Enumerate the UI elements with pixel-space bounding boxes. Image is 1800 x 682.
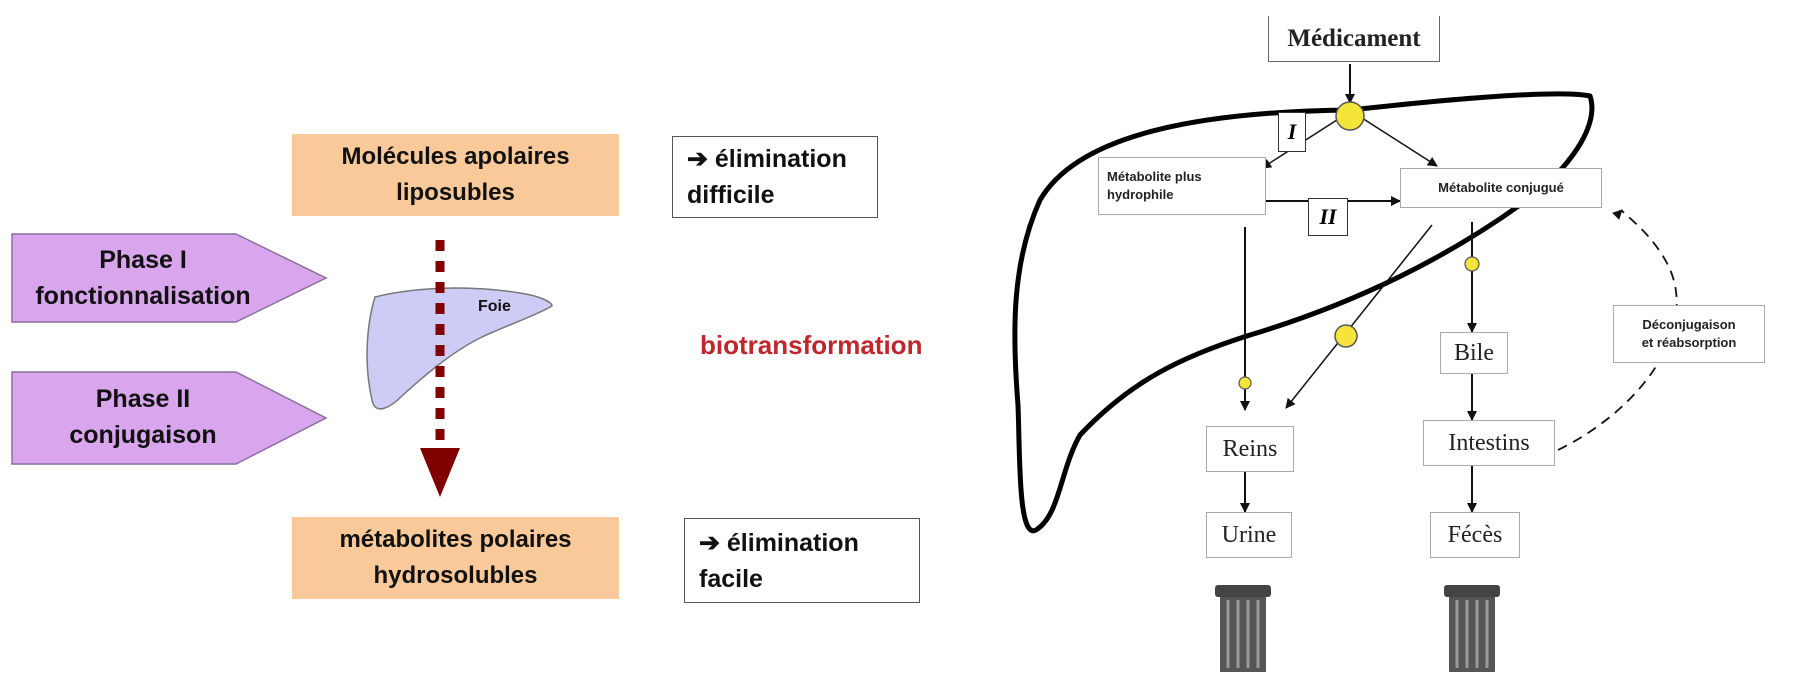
elimination-difficult-box: ➔ élimination difficile bbox=[672, 136, 878, 218]
arrow-conjugue-to-reins bbox=[1285, 224, 1433, 409]
reins-box: Reins bbox=[1206, 426, 1294, 472]
apolar-molecules-box: Molécules apolaires liposubles bbox=[292, 134, 619, 216]
node-renal bbox=[1334, 324, 1358, 348]
trash-bin-icon bbox=[1215, 585, 1271, 672]
node-kidney-exit bbox=[1238, 376, 1252, 390]
liver-icon bbox=[366, 287, 553, 410]
metabolite-conjugue-box: Métabolite conjugué bbox=[1400, 168, 1602, 208]
node-entry bbox=[1335, 101, 1365, 131]
phase2-arrow bbox=[11, 371, 328, 465]
deconjugaison-box: Déconjugaison et réabsorption bbox=[1613, 305, 1765, 363]
liver-label: Foie bbox=[478, 298, 511, 315]
elimination-easy-box: ➔ élimination facile bbox=[684, 518, 920, 603]
polar-metabolites-box: métabolites polaires hydrosolubles bbox=[292, 517, 619, 599]
biotransformation-arrowhead bbox=[420, 448, 460, 497]
phase1-arrow bbox=[11, 233, 328, 323]
metabolite-hydrophile-box: Métabolite plus hydrophile bbox=[1098, 157, 1266, 215]
trash-bin-icon bbox=[1444, 585, 1500, 672]
intestins-box: Intestins bbox=[1423, 420, 1555, 466]
phase1-label: Phase I fonctionnalisation bbox=[35, 246, 251, 310]
step1-label: I bbox=[1278, 112, 1306, 152]
step2-label: II bbox=[1308, 198, 1348, 236]
big-liver-outline bbox=[1012, 91, 1595, 534]
phase2-label: Phase II conjugaison bbox=[69, 385, 217, 449]
biotransformation-label: biotransformation bbox=[700, 330, 923, 360]
arrow-reabsorption bbox=[1557, 209, 1678, 451]
medicament-box: Médicament bbox=[1268, 16, 1440, 62]
arrow-node-to-conjugue bbox=[1361, 117, 1438, 167]
urine-box: Urine bbox=[1206, 512, 1292, 558]
node-bile bbox=[1464, 256, 1480, 272]
bile-box: Bile bbox=[1440, 332, 1508, 374]
feces-box: Fécès bbox=[1430, 512, 1520, 558]
